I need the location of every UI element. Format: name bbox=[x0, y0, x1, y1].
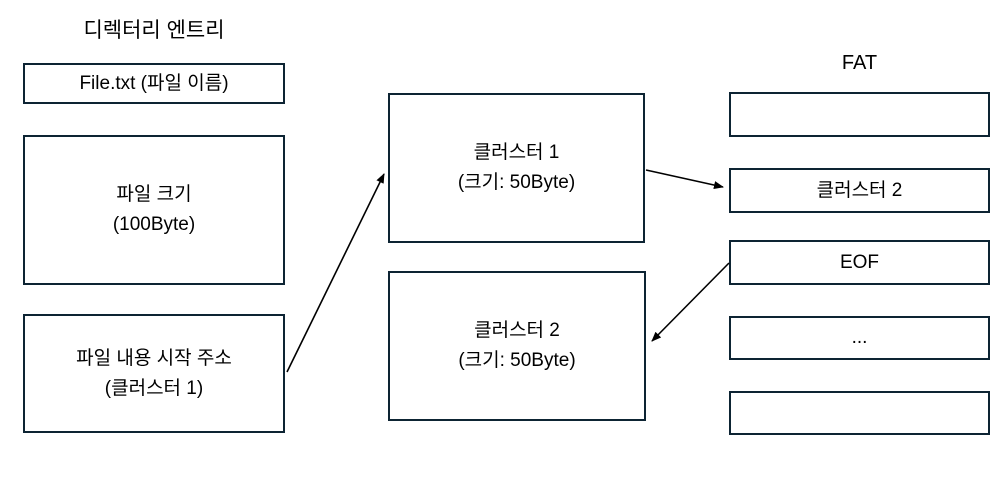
cluster-2-label: 클러스터 2 bbox=[474, 320, 560, 341]
arrow-start-address-to-cluster-1 bbox=[286, 173, 385, 373]
file-name-text: File.txt (파일 이름) bbox=[79, 72, 229, 94]
cluster-1-box: 클러스터 1 (크기: 50Byte) bbox=[388, 93, 645, 243]
directory-entry-start-address-box: 파일 내용 시작 주소 (클러스터 1) bbox=[23, 314, 285, 433]
fat-entry-empty-1 bbox=[729, 92, 990, 137]
arrow-cluster-1-to-fat-cluster-2 bbox=[645, 169, 724, 189]
fat-title: FAT bbox=[841, 52, 878, 74]
start-address-text-line-1: 파일 내용 시작 주소 bbox=[76, 347, 232, 369]
arrow-fat-eof-to-cluster-2 bbox=[651, 262, 730, 342]
cluster-1-label: 클러스터 1 bbox=[473, 142, 560, 163]
file-size-text-line-1: 파일 크기 bbox=[116, 184, 192, 205]
cluster-2-size: (크기: 50Byte) bbox=[458, 350, 576, 371]
directory-entry-file-name-box: File.txt (파일 이름) bbox=[23, 63, 285, 104]
directory-entry-file-size-box: 파일 크기 (100Byte) bbox=[23, 135, 285, 285]
fat-entry-eof: EOF bbox=[729, 240, 990, 285]
directory-entry-title: 디렉터리 엔트리 bbox=[83, 19, 225, 42]
start-address-text-line-2: (클러스터 1) bbox=[104, 377, 204, 399]
cluster-2-box: 클러스터 2 (크기: 50Byte) bbox=[388, 271, 646, 421]
fat-entry-cluster-2: 클러스터 2 bbox=[729, 168, 990, 213]
file-size-text-line-2: (100Byte) bbox=[112, 214, 196, 235]
fat-entry-empty-2 bbox=[729, 391, 990, 435]
fat-entry-ellipsis: ... bbox=[729, 316, 990, 360]
cluster-1-size: (크기: 50Byte) bbox=[457, 172, 576, 193]
